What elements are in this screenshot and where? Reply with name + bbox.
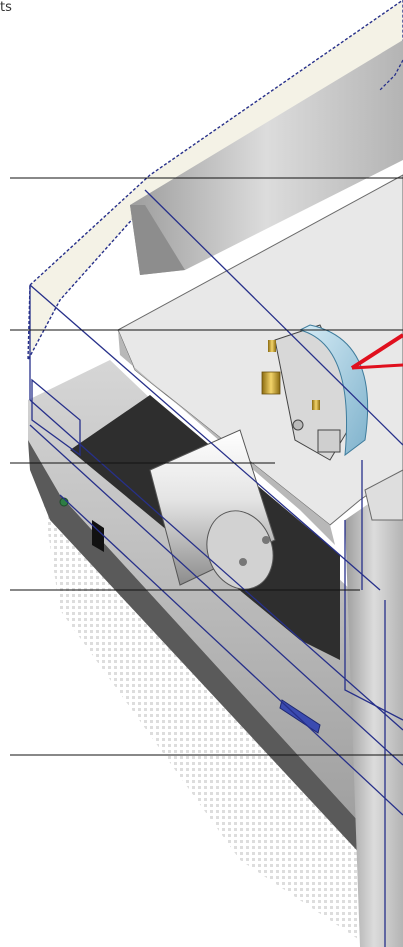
partial-label: ts (0, 0, 12, 15)
leader-lines (10, 177, 403, 756)
base-bottom-edge (28, 440, 403, 900)
motor-icon (149, 429, 276, 590)
mirror-lens-icon (261, 324, 369, 461)
back-block-side (130, 205, 185, 275)
connector-port-icon (279, 699, 321, 734)
laser-beam-icon (350, 333, 403, 370)
outline-strokes (29, 59, 403, 947)
tray-lip (118, 330, 335, 545)
back-block (130, 40, 403, 275)
right-column-cap (364, 469, 403, 521)
right-column (345, 480, 403, 947)
